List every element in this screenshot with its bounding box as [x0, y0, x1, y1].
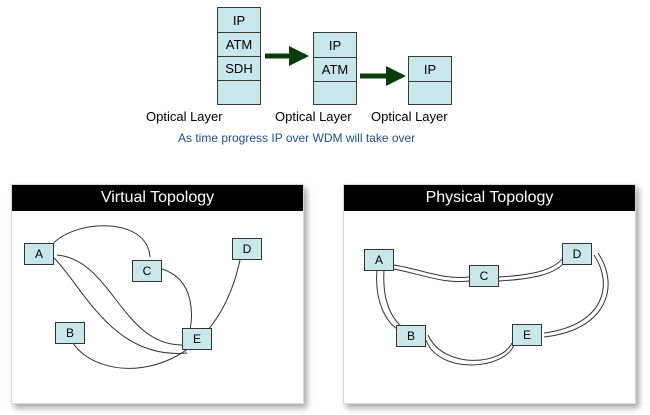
link-a-c-2 [393, 268, 470, 283]
layer-optical [314, 81, 356, 106]
caption: As time progress IP over WDM will take o… [178, 131, 416, 145]
node-b: B [396, 325, 426, 347]
layer-optical [218, 80, 260, 105]
layer-ip: IP [409, 57, 451, 82]
link-a-c-1 [393, 264, 470, 279]
stack-1: IP ATM SDH [217, 7, 261, 105]
link-a-e-lower [53, 257, 188, 354]
layer-atm: ATM [314, 57, 356, 82]
node-e: E [182, 328, 212, 350]
physical-topology-panel: Physical Topology A C D B E [343, 184, 636, 404]
virtual-topology-title: Virtual Topology [12, 185, 303, 211]
virtual-links [51, 225, 241, 369]
link-d-e-2 [543, 252, 609, 338]
node-d: D [562, 243, 592, 265]
node-a: A [24, 243, 54, 265]
physical-links [376, 252, 609, 366]
layer-optical [409, 81, 451, 106]
physical-topology-title: Physical Topology [344, 185, 635, 211]
link-b-e-1 [425, 339, 515, 366]
stack-2: IP ATM [313, 32, 357, 105]
link-b-e-2 [427, 334, 513, 361]
optical-label-1: Optical Layer [146, 109, 223, 124]
link-c-d-1 [498, 256, 565, 278]
layer-ip: IP [314, 33, 356, 58]
link-a-e [56, 254, 183, 346]
node-d: D [232, 238, 262, 260]
optical-label-3: Optical Layer [371, 109, 448, 124]
node-e: E [512, 324, 542, 346]
link-c-e [161, 268, 192, 331]
link-d-e-1 [543, 254, 604, 334]
layer-ip: IP [218, 8, 260, 33]
layer-sdh: SDH [218, 56, 260, 81]
node-a: A [364, 249, 394, 271]
layer-atm: ATM [218, 32, 260, 57]
node-c: C [469, 265, 499, 287]
link-a-b-2 [383, 269, 403, 328]
optical-label-2: Optical Layer [275, 109, 352, 124]
stack-3: IP [408, 56, 452, 105]
node-c: C [132, 260, 162, 282]
link-b-d [69, 259, 241, 369]
node-b: B [55, 322, 85, 344]
virtual-topology-panel: Virtual Topology A C D B E [11, 184, 304, 404]
link-a-c [51, 225, 151, 258]
